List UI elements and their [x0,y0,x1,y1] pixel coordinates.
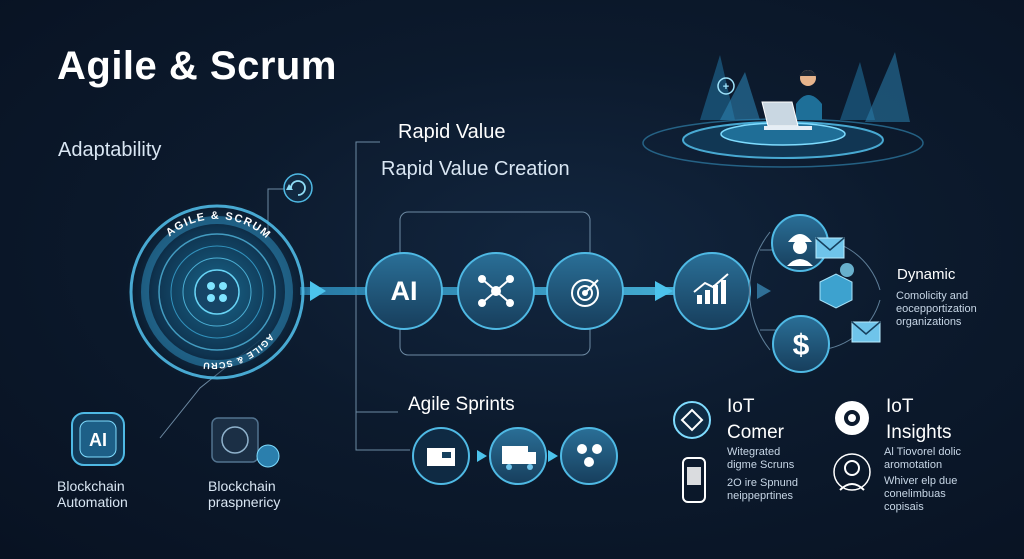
arrow-head-2 [655,281,673,301]
truck-icon [502,446,536,470]
hub-dot [207,282,215,290]
rapid-value-creation-label: Rapid Value Creation [381,158,570,180]
card-icon [427,448,455,466]
sprint-arrow-1 [477,450,487,462]
sprint-arrow-2 [548,450,558,462]
hub-dot [219,282,227,290]
envelope-icon [851,321,881,343]
hub-dot [207,294,215,302]
sprint-flow [412,427,618,485]
iot-comer-desc-1: Witegrated digme Scruns [727,446,795,471]
adaptability-label: Adaptability [58,139,162,161]
refresh-icon [283,173,313,203]
flow-node-target [546,252,624,330]
mail-icon [815,237,845,259]
iot-insights-desc-2: Whiver elp due conelimbuas copisais [884,475,958,513]
iot-insights-title: IoT Insights [886,396,952,443]
ai-chip-badge: AI [71,412,125,466]
iot-insights-desc-1: Al Tiovorel dolic aromotation [884,446,962,471]
ai-badge-label: AI [89,430,107,450]
team-icon [577,444,602,467]
arrow-head-3 [757,283,771,299]
target-icon [571,279,599,307]
iot-comer-icon [673,401,711,439]
network-icon [478,275,514,307]
phone-icon [682,457,706,503]
rapid-value-label: Rapid Value [398,121,506,143]
svg-text:+: + [723,81,729,93]
dollar-node: $ [772,315,830,373]
iot-comer-desc-2: 2O ire Spnund neippeprtines [727,477,798,502]
chip-illustration [211,417,280,468]
gear-icon [835,401,869,435]
dynamic-title: Dynamic [897,266,956,283]
flow-node-growth [673,252,751,330]
blockchain-automation-label: Blockchain Automation [57,478,128,510]
node-ai-label: AI [391,276,418,306]
flow-node-network [457,252,535,330]
flow-node-ai: AI [365,252,443,330]
iot-comer-title: IoT Comer [727,396,785,443]
blockchain-cube-icon [819,263,854,309]
arrow-head-1 [310,281,326,301]
dollar-icon: $ [793,329,810,362]
page-title: Agile & Scrum [57,44,337,88]
dynamic-description: Comolicity and eocepportization organiza… [896,290,977,328]
growth-chart-icon [693,273,729,304]
blockchain-praspnericy-label: Blockchain praspnericy [208,478,281,510]
headset-person-icon [833,453,871,491]
agile-sprints-label: Agile Sprints [408,394,515,415]
person-with-laptop-icon [761,70,822,130]
worker-icon [787,234,813,266]
platform-illustration: + [642,52,924,168]
hub-dot [219,294,227,302]
